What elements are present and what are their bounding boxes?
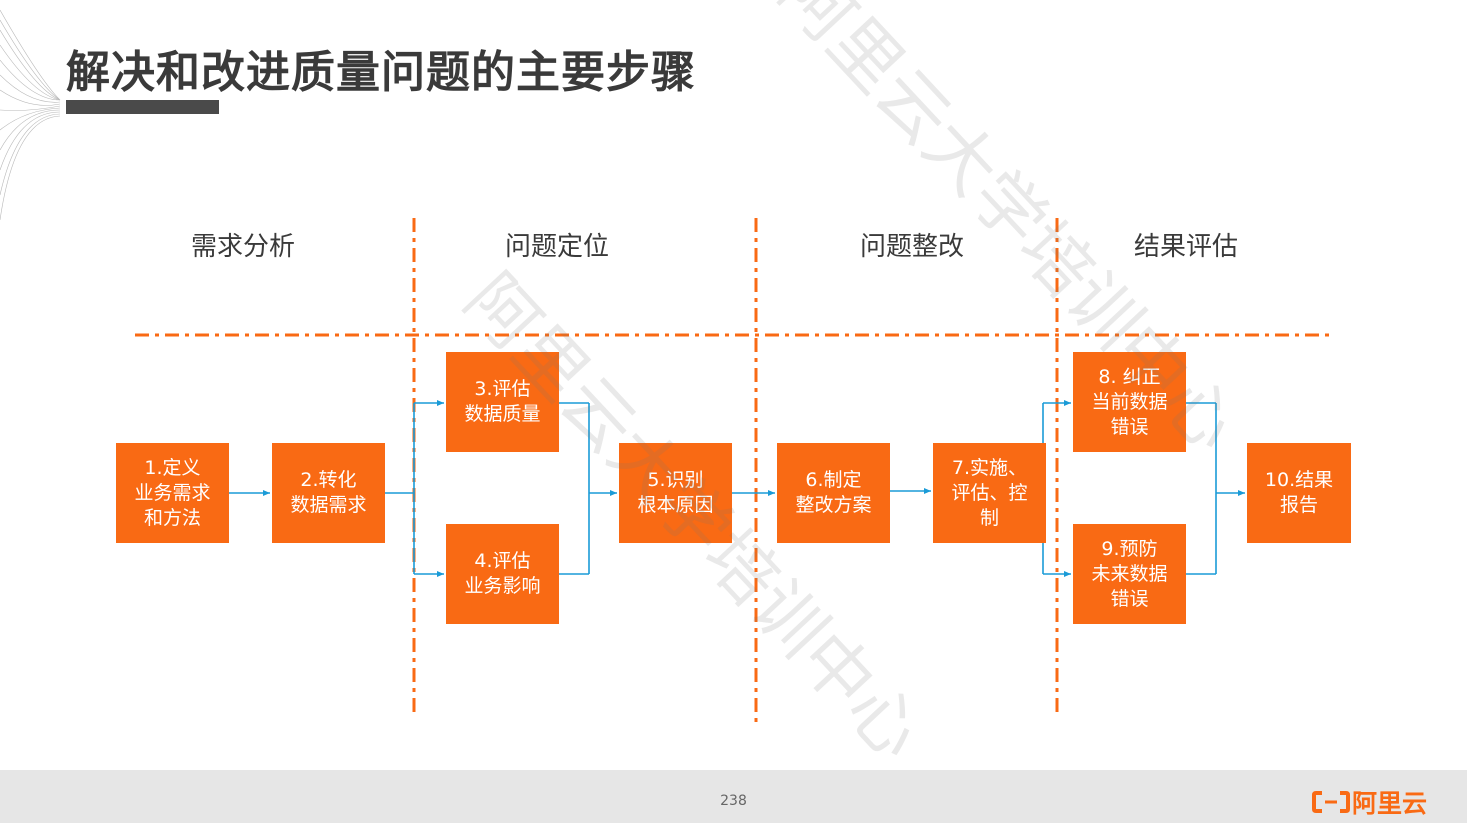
connectors bbox=[229, 400, 1245, 577]
step-10-box: 10.结果 报告 bbox=[1247, 443, 1351, 543]
step-9-box: 9.预防 未来数据 错误 bbox=[1073, 524, 1186, 624]
step-7-box: 7.实施、 评估、控 制 bbox=[933, 443, 1046, 543]
step-3-label: 3.评估 数据质量 bbox=[464, 378, 541, 425]
step-4-box: 4.评估 业务影响 bbox=[446, 524, 559, 624]
phase-rectify: 问题整改 bbox=[859, 232, 964, 262]
step-5-label: 5.识别 根本原因 bbox=[637, 469, 714, 516]
step-3-box: 3.评估 数据质量 bbox=[446, 352, 559, 452]
step-1-label: 1.定义 业务需求 和方法 bbox=[134, 456, 211, 529]
aliyun-logo-icon bbox=[1312, 790, 1350, 814]
aliyun-logo-text: 阿里云 bbox=[1352, 789, 1428, 818]
aliyun-logo: 阿里云 bbox=[1312, 784, 1427, 820]
step-6-box: 6.制定 整改方案 bbox=[777, 443, 890, 543]
page-title: 解决和改进质量问题的主要步骤 bbox=[66, 47, 696, 98]
step-1-box: 1.定义 业务需求 和方法 bbox=[116, 443, 229, 543]
phase-requirements: 需求分析 bbox=[190, 232, 295, 262]
page-number: 238 bbox=[720, 793, 747, 809]
step-10-label: 10.结果 报告 bbox=[1264, 469, 1334, 516]
step-8-box: 8. 纠正 当前数据 错误 bbox=[1073, 352, 1186, 452]
step-4-label: 4.评估 业务影响 bbox=[464, 550, 541, 597]
step-2-label: 2.转化 数据需求 bbox=[290, 469, 367, 516]
step-5-box: 5.识别 根本原因 bbox=[619, 443, 732, 543]
step-6-label: 6.制定 整改方案 bbox=[795, 469, 872, 516]
title-underline bbox=[66, 100, 219, 114]
step-8-label: 8. 纠正 当前数据 错误 bbox=[1091, 365, 1168, 438]
step-7-label: 7.实施、 评估、控 制 bbox=[951, 456, 1028, 529]
step-2-box: 2.转化 数据需求 bbox=[272, 443, 385, 543]
phase-locate: 问题定位 bbox=[504, 232, 609, 262]
step-9-label: 9.预防 未来数据 错误 bbox=[1091, 537, 1168, 610]
phase-evaluate: 结果评估 bbox=[1133, 232, 1238, 262]
footer-bar bbox=[0, 770, 1467, 823]
